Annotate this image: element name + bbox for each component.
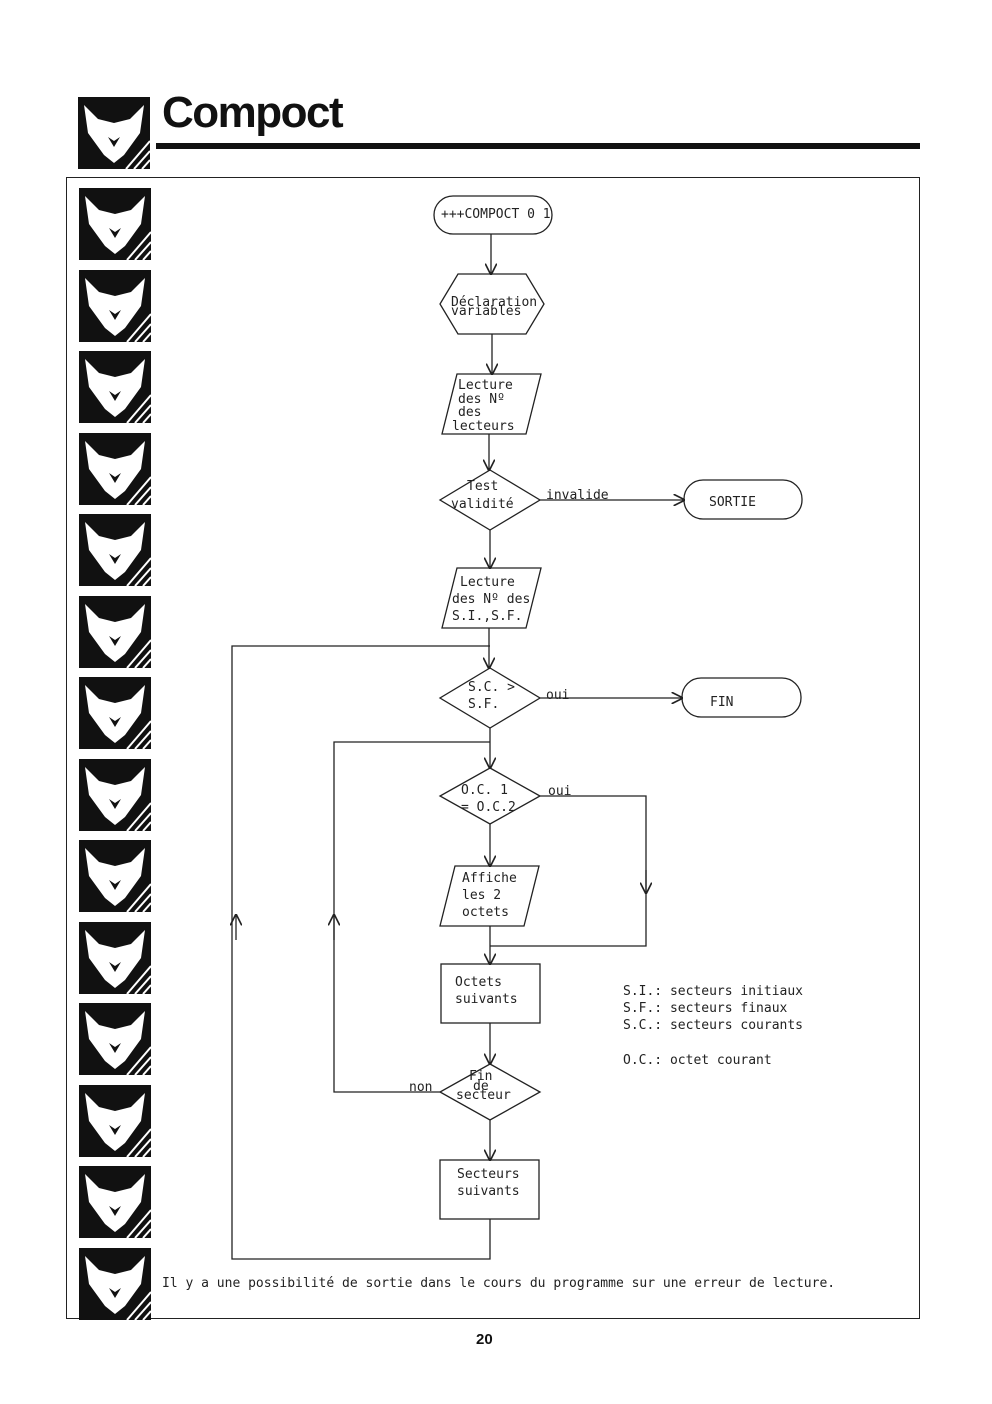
no-label: non xyxy=(409,1080,433,1095)
fox-head-icon xyxy=(79,1166,151,1238)
title-rule xyxy=(156,143,920,149)
read-readers-io xyxy=(441,373,542,435)
yes-label-1: oui xyxy=(546,688,570,703)
legend-item: O.C.: octet courant xyxy=(623,1053,772,1068)
fox-head-icon xyxy=(79,595,151,668)
legend: S.I.: secteurs initiaux S.F.: secteurs f… xyxy=(623,983,803,1069)
page-title: Compoct xyxy=(162,88,344,137)
sc-gt-sf-label-2: S.F. xyxy=(468,697,500,712)
fox-head-icon xyxy=(79,269,151,342)
show-bytes-label-2: les 2 xyxy=(462,888,502,903)
legend-item: S.F.: secteurs finaux xyxy=(623,1001,788,1016)
content-frame xyxy=(66,177,920,1319)
read-sectors-io xyxy=(441,567,542,629)
fox-head-icon xyxy=(79,188,151,260)
next-sectors-label-1: Secteurs xyxy=(457,1167,520,1182)
read-readers-label-4: lecteurs xyxy=(452,419,515,434)
end-of-sector-label-2: de xyxy=(473,1079,489,1094)
show-bytes-io xyxy=(439,865,540,927)
oc-compare-label-1: O.C. 1 xyxy=(461,783,508,798)
fox-head-icon xyxy=(79,758,151,831)
declaration-hexagon xyxy=(439,273,545,335)
fox-logo-icon xyxy=(78,97,150,169)
footer-note: Il y a une possibilité de sortie dans le… xyxy=(162,1276,836,1291)
fox-head-icon xyxy=(79,677,151,749)
next-sectors-label-2: suivants xyxy=(457,1184,520,1199)
show-bytes-label-1: Affiche xyxy=(462,871,517,886)
start-terminal xyxy=(433,195,553,235)
exit-terminal xyxy=(683,479,803,520)
fox-head-icon xyxy=(79,1084,151,1157)
show-bytes-label-3: octets xyxy=(462,905,509,920)
read-readers-label-1: Lecture xyxy=(458,378,513,393)
end-of-sector-label-3: secteur xyxy=(456,1088,511,1103)
fox-head-icon xyxy=(79,351,151,423)
read-readers-label-2: des Nº xyxy=(458,392,505,407)
read-sectors-label-1: Lecture xyxy=(460,575,515,590)
start-label: +++COMPOCT 0 1 xyxy=(441,207,551,222)
sc-gt-sf-label-1: S.C. > xyxy=(468,680,515,695)
next-bytes-label-2: suivants xyxy=(455,992,518,1007)
page-number: 20 xyxy=(476,1331,493,1348)
end-of-sector-label-1: Fin xyxy=(469,1069,493,1084)
fox-head-icon xyxy=(79,1003,151,1075)
legend-item: S.I.: secteurs initiaux xyxy=(623,984,804,999)
end-label: FIN xyxy=(710,695,734,710)
exit-label: SORTIE xyxy=(709,495,756,510)
next-bytes-label-1: Octets xyxy=(455,975,502,990)
read-sectors-label-3: S.I.,S.F. xyxy=(452,609,523,624)
declaration-label-2: variables xyxy=(451,304,522,319)
test-label-2: validité xyxy=(451,497,514,512)
end-terminal xyxy=(681,677,802,718)
read-readers-label-3: des xyxy=(458,405,482,420)
fox-head-icon xyxy=(79,432,151,505)
fox-head-icon xyxy=(79,840,151,912)
fox-head-icon xyxy=(79,514,151,586)
read-sectors-label-2: des Nº des xyxy=(452,592,531,607)
declaration-label-1: Déclaration xyxy=(451,295,538,310)
yes-label-2: oui xyxy=(548,784,572,799)
legend-item: S.C.: secteurs courants xyxy=(623,1018,804,1033)
test-label-1: Test xyxy=(467,479,499,494)
invalid-label: invalide xyxy=(546,488,609,503)
fox-head-icon xyxy=(79,921,151,994)
fox-head-icon xyxy=(79,1247,151,1320)
oc-compare-label-2: = O.C.2 xyxy=(461,800,516,815)
